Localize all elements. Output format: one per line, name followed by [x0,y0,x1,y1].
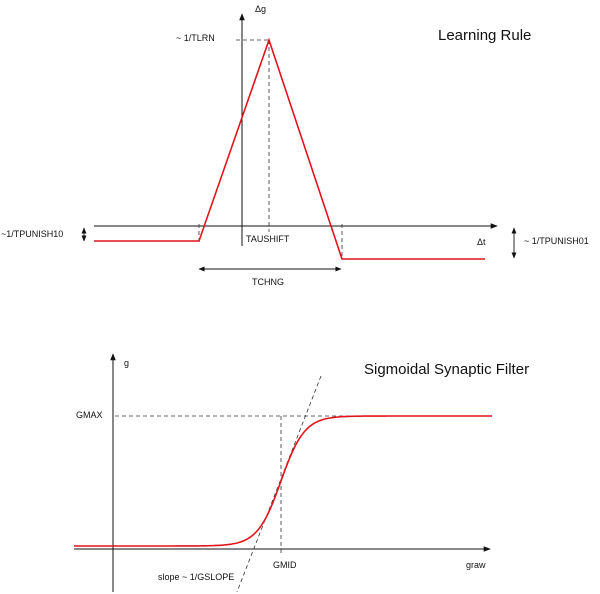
sigmoid-filter-title: Sigmoidal Synaptic Filter [364,361,529,378]
tchng-label: TCHNG [252,277,284,287]
learning-rule-title: Learning Rule [438,27,531,44]
sigmoid-curve [74,415,492,547]
sigmoid-x-label: graw [466,560,486,570]
sigmoid-y-label: g [124,358,129,368]
tpunish10-label: ~1/TPUNISH10 [1,229,63,239]
learning-rule-x-label: Δt [477,237,486,247]
gslope-label: slope ~ 1/GSLOPE [158,572,234,582]
peak-label: ~ 1/TLRN [176,33,215,43]
taushift-label: TAUSHIFT [246,234,290,244]
gmid-label: GMID [273,560,297,570]
slope-tangent-line [236,375,322,593]
learning-rule-curve [94,37,485,260]
sigmoid-filter-panel: Sigmoidal Synaptic Filter g graw GMAX GM… [74,353,529,593]
gmax-label: GMAX [76,410,103,420]
tpunish01-label: ~ 1/TPUNISH01 [524,236,589,246]
learning-rule-panel: Learning Rule Δg Δt ~ 1/TLRN TAUSHIFT ~1… [1,4,589,287]
learning-rule-y-label: Δg [255,4,266,14]
